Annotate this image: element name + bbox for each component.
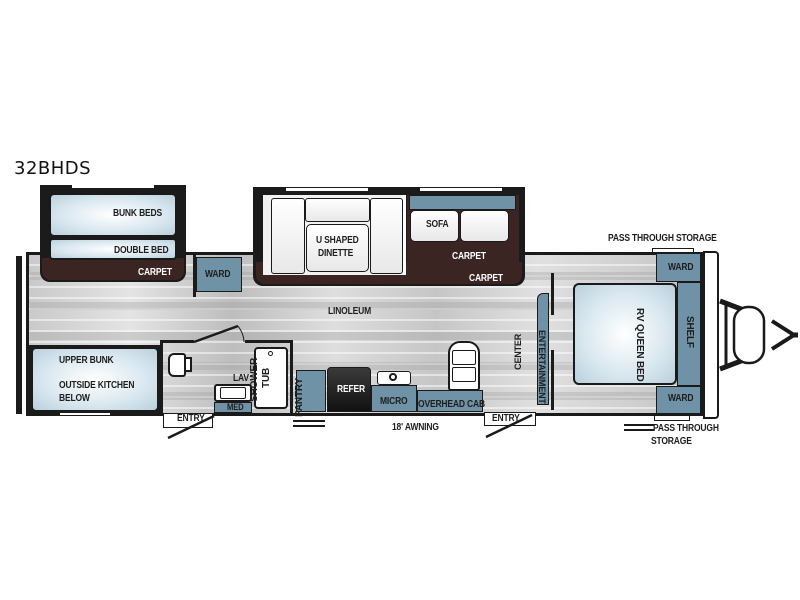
label-pantry: PANTRY: [294, 378, 305, 417]
label-entry-main: ENTRY: [492, 413, 520, 424]
awning-line-2: [293, 425, 325, 427]
shower-tub: [254, 347, 288, 409]
label-awning: 18' AWNING: [392, 422, 439, 433]
double-bed: [49, 238, 177, 260]
dinette-bench-back: [305, 198, 370, 222]
label-lav: LAV: [233, 373, 249, 384]
ward-left: [196, 257, 242, 292]
med-cabinet: [214, 402, 252, 413]
pass-through-door-top: [652, 248, 694, 253]
ward-wall: [193, 255, 196, 297]
label-pass-through-bottom: PASS THROUGH: [653, 423, 719, 434]
sink-basin-bottom: [452, 367, 476, 382]
burner-icon: [389, 373, 397, 381]
upper-bunk: [32, 348, 158, 411]
label-carpet-bunk: CARPET: [138, 267, 172, 278]
label-refer: REFER: [337, 384, 365, 395]
label-shower: SHOWER: [249, 358, 260, 402]
awning-line-1: [293, 420, 325, 422]
label-overhead-cab: OVERHEAD CAB: [418, 399, 485, 410]
ward-front-bottom: [656, 386, 701, 414]
label-tub: TUB: [261, 368, 272, 388]
ward-front-top: [656, 253, 701, 282]
bath-wall-top-right: [245, 340, 293, 343]
label-bunk-beds: BUNK BEDS: [113, 208, 163, 219]
label-carpet-sofa: CARPET: [452, 251, 486, 262]
dinette-bench-left: [271, 198, 305, 274]
label-upper-bunk: UPPER BUNK: [59, 355, 114, 366]
hitch-icon: [719, 298, 798, 372]
dinette-table: [306, 224, 369, 272]
entry-door-rear-swing: [167, 414, 215, 440]
label-center: CENTER: [513, 334, 523, 370]
label-ward-left: WARD: [205, 269, 231, 280]
sofa-back: [409, 195, 516, 210]
bunk-window: [72, 185, 154, 188]
toilet-icon: [168, 353, 186, 377]
slide-window-right: [420, 188, 502, 191]
rear-bumper: [16, 256, 22, 414]
bath-wall-left: [160, 340, 163, 414]
label-entertainment: ENTERTAINMENT: [537, 330, 547, 404]
shelf: [677, 282, 701, 386]
sofa-cushion-left: [410, 210, 459, 242]
refrigerator: [327, 367, 371, 412]
bunk-carpet: [42, 258, 184, 280]
bunk-window-rear: [60, 413, 110, 415]
label-ward-front-bottom: WARD: [668, 393, 694, 404]
bedroom-wall-lower: [551, 350, 554, 410]
front-cap: [703, 251, 719, 419]
dinette-bench-right: [370, 198, 403, 274]
label-dinette: DINETTE: [318, 248, 354, 259]
entry-door-main-swing: [485, 413, 533, 439]
sink-basin-top: [452, 350, 476, 365]
bath-wall-top-left: [160, 340, 194, 343]
label-carpet-lower: CARPET: [469, 273, 503, 284]
toilet-tank: [186, 357, 192, 372]
slide-divider: [403, 195, 406, 275]
bedroom-wall-upper: [551, 273, 554, 315]
entertainment-center: [537, 293, 549, 405]
label-sofa: SOFA: [426, 219, 449, 230]
storage-line-2: [624, 429, 654, 431]
storage-line-1: [624, 424, 654, 426]
label-u-shaped: U SHAPED: [316, 235, 359, 246]
label-double-bed: DOUBLE BED: [114, 245, 169, 256]
label-entry-rear: ENTRY: [177, 413, 205, 424]
micro: [371, 385, 417, 412]
label-outside-kitchen: OUTSIDE KITCHEN: [59, 380, 135, 391]
pantry: [296, 370, 326, 412]
sofa-cushion-right: [460, 210, 509, 242]
shower-drain-icon: [268, 351, 273, 356]
pass-through-door-bottom: [654, 416, 690, 421]
rv-queen-bed: [573, 283, 677, 385]
label-med: MED: [227, 402, 244, 412]
label-micro: MICRO: [380, 396, 408, 407]
rear-wall: [26, 252, 29, 416]
bunk-beds: [49, 193, 177, 237]
label-shelf: SHELF: [684, 316, 695, 348]
label-rv-queen-bed: RV QUEEN BED: [634, 308, 645, 382]
slide-window-left: [286, 188, 368, 191]
front-wall: [701, 252, 704, 416]
model-title: 32BHDS: [14, 158, 92, 179]
lav-sink: [214, 384, 252, 402]
label-linoleum: LINOLEUM: [328, 306, 372, 317]
bath-wall-right: [290, 340, 293, 414]
label-ward-front-top: WARD: [668, 262, 694, 273]
label-storage-bottom: STORAGE: [651, 436, 692, 447]
label-below: BELOW: [59, 393, 90, 404]
label-pass-through-storage-top: PASS THROUGH STORAGE: [608, 233, 717, 244]
kitchen-sink: [448, 341, 480, 391]
bath-door-swing: [193, 324, 245, 344]
sink-basin-icon: [220, 387, 246, 399]
